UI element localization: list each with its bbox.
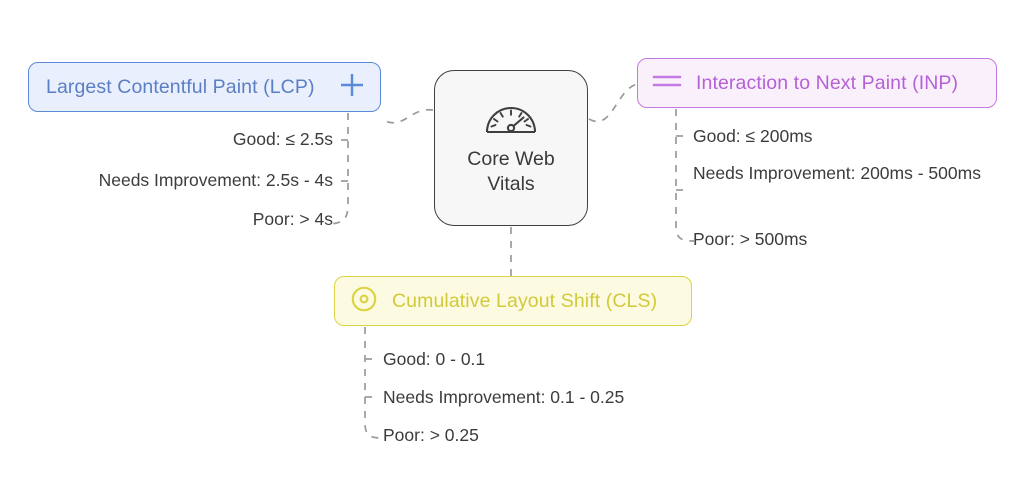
edge-inp-trunk: [675, 109, 695, 242]
center-label-line2: Vitals: [487, 172, 535, 195]
edge-cls-trunk: [364, 327, 383, 439]
node-lcp[interactable]: Largest Contentful Paint (LCP): [28, 62, 381, 112]
center-label-line1: Core Web: [467, 147, 555, 170]
leaf-lcp-needs-improvement: Needs Improvement: 2.5s - 4s: [98, 170, 333, 190]
node-cls[interactable]: Cumulative Layout Shift (CLS): [334, 276, 692, 326]
plus-icon[interactable]: [338, 71, 366, 104]
edge-center-inp: [588, 83, 638, 123]
node-cls-label: Cumulative Layout Shift (CLS): [392, 289, 658, 312]
target-dot-icon[interactable]: [349, 284, 379, 319]
leaf-lcp-good: Good: ≤ 2.5s: [232, 129, 333, 149]
node-lcp-label: Largest Contentful Paint (LCP): [46, 75, 315, 98]
leaf-lcp-poor: Poor: > 4s: [252, 209, 333, 229]
leaf-cls-poor: Poor: > 0.25: [383, 425, 479, 445]
node-core-web-vitals[interactable]: Core Web Vitals: [434, 70, 588, 226]
leaf-inp-good: Good: ≤ 200ms: [693, 126, 813, 146]
leaf-cls-needs-improvement: Needs Improvement: 0.1 - 0.25: [383, 387, 625, 407]
leaf-cls-good: Good: 0 - 0.1: [383, 349, 486, 369]
leaf-inp-needs-improvement: Needs Improvement: 200ms - 500ms: [693, 163, 981, 183]
leaf-inp-poor: Poor: > 500ms: [693, 229, 808, 249]
node-inp[interactable]: Interaction to Next Paint (INP): [637, 58, 997, 108]
gauge-icon: [484, 101, 538, 146]
equals-bars-icon[interactable]: [652, 70, 682, 97]
node-inp-label: Interaction to Next Paint (INP): [696, 71, 959, 94]
edge-center-lcp: [380, 109, 434, 124]
